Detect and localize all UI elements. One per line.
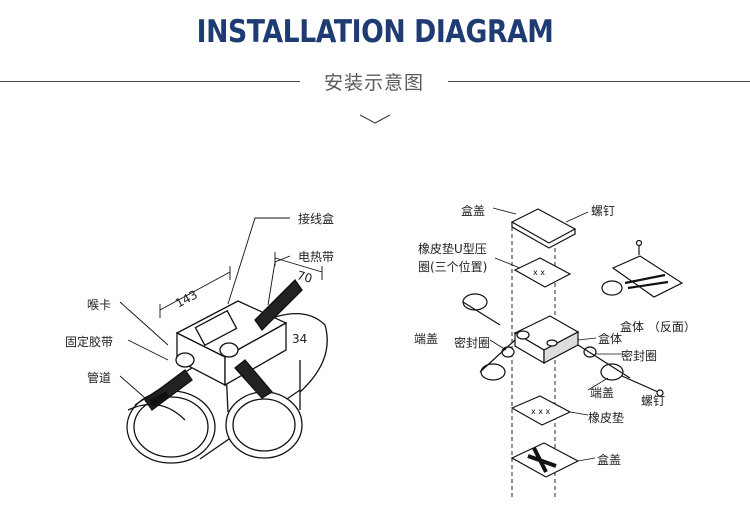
gland-right (219, 342, 239, 358)
box-reverse-ribs (624, 273, 669, 290)
subtitle-row: 安装示意图 (0, 66, 750, 96)
dimension-143-line (159, 266, 231, 318)
label-clamp: 喉卡 (87, 298, 112, 312)
leader-top-cover (492, 207, 517, 215)
exploded-assembly: x x x x x (462, 207, 684, 500)
svg-text:x x: x x (533, 268, 545, 277)
pipe-inner-left (133, 396, 209, 458)
label-box-cover-top: 盒盖 (461, 204, 486, 218)
dimension-height: 34 (292, 332, 308, 346)
page-title: INSTALLATION DIAGRAM (196, 14, 554, 50)
box-reverse-screw-head (635, 239, 643, 247)
label-box-body-reverse: 盒体 （反面） (620, 320, 696, 334)
bottom-cover-x-mark (527, 447, 557, 473)
leader-seal-left (489, 339, 507, 351)
divider-left (0, 81, 300, 82)
label-junction-box: 接线盒 (298, 212, 335, 226)
label-screw-top: 螺钉 (591, 204, 616, 218)
leader-box-body (577, 337, 597, 341)
label-fixing-tape: 固定胶带 (65, 335, 114, 349)
leader-fixing-tape (127, 339, 169, 361)
screw-bottom-shaft (621, 375, 659, 393)
box-port-right (546, 339, 558, 347)
end-cap-right (600, 363, 624, 381)
leader-clamp (119, 301, 169, 346)
screw-bottom-head (656, 389, 664, 397)
junction-box-lid (194, 309, 238, 347)
label-rubber-pad: 橡皮垫 (588, 411, 625, 425)
label-rubber-u-clamp: 橡皮垫U型压 (418, 242, 487, 256)
leader-rubber-u (494, 257, 521, 269)
axis-right (577, 344, 631, 379)
divider-right (448, 81, 750, 82)
axis-left (479, 339, 516, 373)
box-reverse-port (601, 280, 623, 296)
end-cap-left (480, 363, 506, 381)
label-box-cover-bottom: 盒盖 (597, 453, 622, 467)
pipe-assembly (119, 217, 328, 464)
leader-junction-box (227, 217, 290, 305)
top-cover (510, 208, 577, 244)
upper-gasket (513, 257, 572, 288)
svg-text:x x x: x x x (531, 407, 551, 416)
chevron-down-icon (359, 114, 391, 124)
label-seal-ring-right: 密封圈 (621, 349, 658, 363)
leader-heat-tape (267, 255, 291, 306)
label-screw-bottom: 螺钉 (641, 394, 666, 408)
leader-screw-top (565, 211, 589, 223)
box-reverse-top (611, 255, 684, 298)
label-seal-ring-left: 密封圈 (454, 336, 491, 350)
top-cover-edge (511, 222, 576, 249)
leader-end-cap-right (587, 377, 609, 391)
end-cap-left-top (462, 293, 488, 311)
leader-rubber-pad (569, 411, 589, 416)
box-port-left (516, 330, 530, 340)
label-rubber-u-clamp-2: 圈(三个位置) (418, 260, 488, 274)
pipe-inner-right (232, 398, 296, 452)
label-pipe: 管道 (87, 371, 112, 385)
fixing-tape-wrap (127, 403, 186, 421)
axis-left-top (462, 301, 501, 326)
leader-pipe (119, 375, 146, 399)
label-box-body: 盒体 (598, 332, 623, 346)
leader-bottom-cover (577, 457, 596, 462)
heat-tape-right (234, 359, 273, 399)
page-subtitle: 安装示意图 (323, 72, 424, 94)
label-heat-tape: 电热带 (298, 250, 335, 264)
heat-tape-strip (254, 278, 303, 332)
label-end-cap-right: 端盖 (590, 386, 615, 400)
label-end-cap-left: 端盖 (414, 332, 439, 346)
gland-left (175, 352, 195, 368)
